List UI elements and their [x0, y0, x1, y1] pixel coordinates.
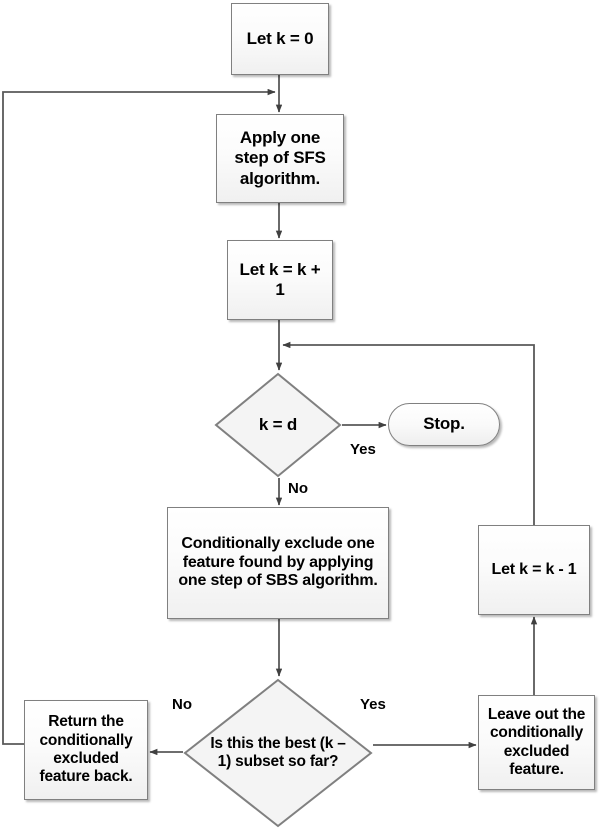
- node-label: Stop.: [423, 414, 465, 434]
- edge-label-no-exclude: No: [288, 480, 308, 497]
- node-label: Let k = 0: [246, 28, 314, 48]
- node-label: Leave out the conditionally excluded fea…: [487, 705, 586, 778]
- node-decision-best-subset[interactable]: Is this the best (k – 1) subset so far?: [183, 678, 373, 828]
- edge-label-yes-stop: Yes: [350, 441, 376, 458]
- node-label: Let k = k + 1: [239, 259, 321, 299]
- node-label: Return the conditionally excluded featur…: [39, 713, 133, 786]
- node-conditionally-exclude-feature[interactable]: Conditionally exclude one feature found …: [167, 507, 389, 619]
- node-label: Conditionally exclude one feature found …: [178, 534, 378, 590]
- node-return-feature-back[interactable]: Return the conditionally excluded featur…: [24, 700, 148, 800]
- node-stop[interactable]: Stop.: [388, 403, 500, 446]
- node-decision-k-equals-d[interactable]: k = d: [214, 372, 342, 478]
- node-apply-sfs-step[interactable]: Apply one step of SFS algorithm.: [216, 114, 344, 203]
- node-increment-k[interactable]: Let k = k + 1: [227, 240, 333, 320]
- node-label: Let k = k - 1: [491, 560, 577, 578]
- node-label: Apply one step of SFS algorithm.: [234, 128, 326, 188]
- node-decrement-k[interactable]: Let k = k - 1: [478, 525, 590, 615]
- node-label: Is this the best (k – 1) subset so far?: [210, 734, 346, 770]
- edge-label-yes-leave-out: Yes: [360, 696, 386, 713]
- node-label: k = d: [258, 414, 298, 434]
- node-let-k-equals-0[interactable]: Let k = 0: [231, 3, 329, 75]
- edge-label-no-return: No: [172, 696, 192, 713]
- node-leave-out-feature[interactable]: Leave out the conditionally excluded fea…: [478, 695, 595, 790]
